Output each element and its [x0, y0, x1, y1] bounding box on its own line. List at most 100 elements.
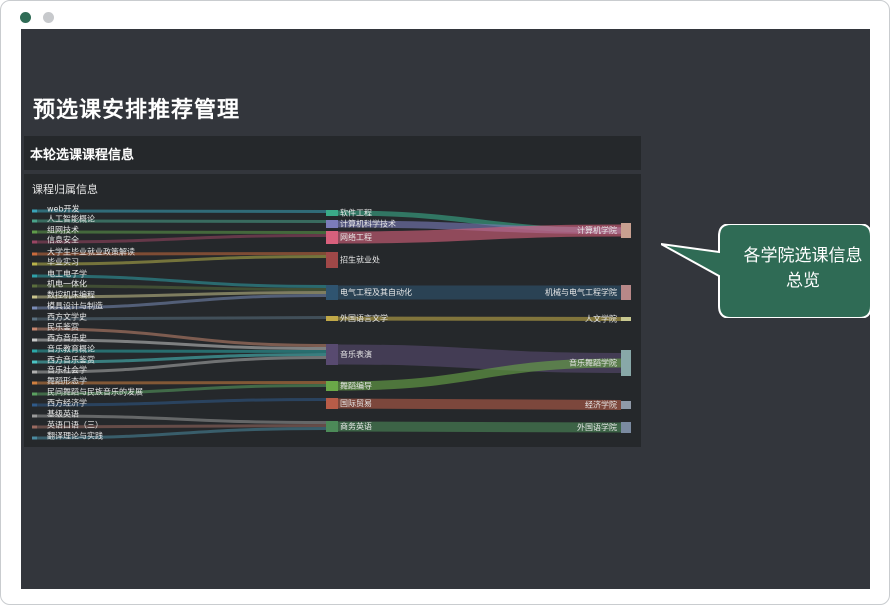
- sankey-label-course-1: 人工智能概论: [47, 214, 95, 224]
- sankey-link-course-11[interactable]: [36, 327, 327, 347]
- sankey-label-course-12: 西方音乐史: [47, 333, 87, 343]
- sankey-link-dept-8[interactable]: [337, 398, 622, 410]
- sankey-node-dept-7[interactable]: [326, 381, 338, 391]
- course-info-header: 本轮选课课程信息: [24, 136, 641, 170]
- sankey-node-course-14[interactable]: [32, 360, 37, 364]
- sankey-node-course-17[interactable]: [32, 392, 37, 396]
- sankey-link-dept-2[interactable]: [337, 224, 622, 244]
- sankey-label-course-2: 组网技术: [47, 225, 79, 235]
- sankey-node-college-1[interactable]: [621, 285, 631, 300]
- page-title: 预选课安排推荐管理: [33, 98, 241, 123]
- course-ownership-panel: 课程归属信息 web开发人工智能概论组网技术信息安全大学生毕业就业政策解读毕业实…: [24, 174, 641, 447]
- sankey-node-dept-5[interactable]: [326, 316, 338, 321]
- sankey-link-dept-7[interactable]: [337, 358, 622, 391]
- window-dot-gray-icon[interactable]: [43, 12, 54, 23]
- sankey-link-course-6[interactable]: [36, 274, 327, 288]
- sankey-node-course-10[interactable]: [32, 317, 37, 321]
- sankey-link-course-0[interactable]: [36, 209, 327, 213]
- sankey-node-college-0[interactable]: [621, 223, 631, 238]
- sankey-node-course-21[interactable]: [32, 436, 37, 440]
- sankey-link-course-7[interactable]: [36, 284, 327, 291]
- sankey-link-course-20[interactable]: [36, 424, 327, 429]
- sankey-node-dept-0[interactable]: [326, 210, 338, 216]
- sankey-label-college-2: 人文学院: [585, 314, 617, 324]
- sankey-node-course-19[interactable]: [32, 414, 37, 418]
- sankey-node-dept-9[interactable]: [326, 421, 338, 432]
- sankey-link-course-2[interactable]: [36, 230, 327, 234]
- sankey-label-course-9: 模具设计与制造: [47, 301, 103, 311]
- sankey-label-course-16: 舞蹈形态学: [47, 376, 87, 386]
- sankey-label-course-14: 西方音乐鉴赏: [47, 355, 95, 365]
- sankey-node-dept-4[interactable]: [326, 285, 338, 300]
- sankey-label-dept-9: 商务英语: [340, 421, 372, 431]
- sankey-link-course-21[interactable]: [36, 427, 327, 440]
- sankey-link-course-18[interactable]: [36, 398, 327, 407]
- dashboard-screen: 预选课安排推荐管理 本轮选课课程信息 课程归属信息 web开发人工智能概论组网技…: [21, 29, 871, 589]
- sankey-label-course-10: 西方文学史: [47, 312, 87, 322]
- sankey-link-course-19[interactable]: [36, 414, 327, 424]
- sankey-link-course-17[interactable]: [36, 384, 327, 396]
- sankey-node-dept-6[interactable]: [326, 344, 338, 365]
- sankey-link-course-5[interactable]: [36, 255, 327, 266]
- sankey-label-course-21: 翻译理论与实践: [47, 431, 103, 441]
- sankey-node-course-7[interactable]: [32, 284, 37, 288]
- sankey-label-course-15: 音乐社会学: [47, 365, 87, 375]
- sankey-label-course-6: 电工电子学: [47, 269, 87, 279]
- sankey-link-course-4[interactable]: [36, 252, 327, 256]
- sankey-link-course-14[interactable]: [36, 353, 327, 364]
- sankey-node-dept-1[interactable]: [326, 220, 338, 228]
- sankey-label-course-5: 毕业实习: [47, 257, 79, 267]
- sankey-node-course-16[interactable]: [32, 381, 37, 385]
- sankey-label-course-17: 民间舞蹈与民族音乐的发展: [47, 387, 143, 397]
- sankey-label-dept-6: 音乐表演: [340, 349, 372, 359]
- sankey-node-course-15[interactable]: [32, 370, 37, 374]
- sankey-label-dept-2: 网络工程: [340, 232, 372, 242]
- sankey-link-course-16[interactable]: [36, 381, 327, 385]
- sankey-label-course-3: 信息安全: [47, 235, 79, 245]
- course-info-header-label: 本轮选课课程信息: [30, 148, 135, 163]
- sankey-link-course-3[interactable]: [36, 234, 327, 244]
- sankey-link-course-1[interactable]: [36, 219, 327, 223]
- sankey-label-course-19: 基级英语: [47, 409, 79, 419]
- sankey-label-college-4: 经济学院: [585, 400, 617, 410]
- sankey-link-course-13[interactable]: [36, 349, 327, 353]
- sankey-node-course-8[interactable]: [32, 295, 37, 299]
- sankey-node-course-1[interactable]: [32, 219, 37, 223]
- sankey-link-course-10[interactable]: [36, 316, 327, 321]
- sankey-node-college-3[interactable]: [621, 350, 631, 376]
- sankey-node-college-4[interactable]: [621, 401, 631, 409]
- sankey-node-course-3[interactable]: [32, 240, 37, 244]
- sankey-node-course-2[interactable]: [32, 230, 37, 234]
- sankey-node-college-2[interactable]: [621, 317, 631, 321]
- sankey-label-college-0: 计算机学院: [577, 225, 617, 235]
- college-overview-callout[interactable]: 各学院选课信息总览: [661, 224, 871, 318]
- sankey-link-course-8[interactable]: [36, 291, 327, 299]
- sankey-node-dept-3[interactable]: [326, 252, 338, 268]
- sankey-node-course-0[interactable]: [32, 209, 37, 213]
- sankey-node-course-4[interactable]: [32, 252, 37, 256]
- sankey-label-dept-1: 计算机科学技术: [340, 219, 396, 229]
- sankey-node-course-13[interactable]: [32, 349, 37, 353]
- sankey-node-course-18[interactable]: [32, 403, 37, 407]
- sankey-link-dept-5[interactable]: [337, 316, 622, 321]
- sankey-node-course-5[interactable]: [32, 262, 37, 266]
- sankey-label-course-11: 民乐鉴赏: [47, 322, 79, 332]
- sankey-node-course-11[interactable]: [32, 327, 37, 331]
- sankey-node-course-20[interactable]: [32, 425, 37, 429]
- sankey-label-course-20: 英语口语（三）: [47, 420, 103, 430]
- sankey-node-course-6[interactable]: [32, 274, 37, 278]
- sankey-link-course-12[interactable]: [36, 338, 327, 350]
- sankey-node-dept-8[interactable]: [326, 398, 338, 409]
- sankey-link-dept-9[interactable]: [337, 421, 622, 433]
- sankey-node-course-12[interactable]: [32, 338, 37, 342]
- sankey-node-course-9[interactable]: [32, 306, 37, 310]
- sankey-node-dept-2[interactable]: [326, 231, 338, 244]
- sankey-link-course-15[interactable]: [36, 356, 327, 374]
- sankey-label-dept-0: 软件工程: [340, 208, 372, 218]
- sankey-label-dept-8: 国际贸易: [340, 398, 372, 408]
- sankey-node-college-5[interactable]: [621, 422, 631, 433]
- course-sankey-chart[interactable]: web开发人工智能概论组网技术信息安全大学生毕业就业政策解读毕业实习电工电子学机…: [24, 196, 641, 447]
- sankey-label-course-8: 数控机床编程: [47, 290, 95, 300]
- sankey-link-course-9[interactable]: [36, 294, 327, 310]
- window-dot-green-icon[interactable]: [20, 12, 31, 23]
